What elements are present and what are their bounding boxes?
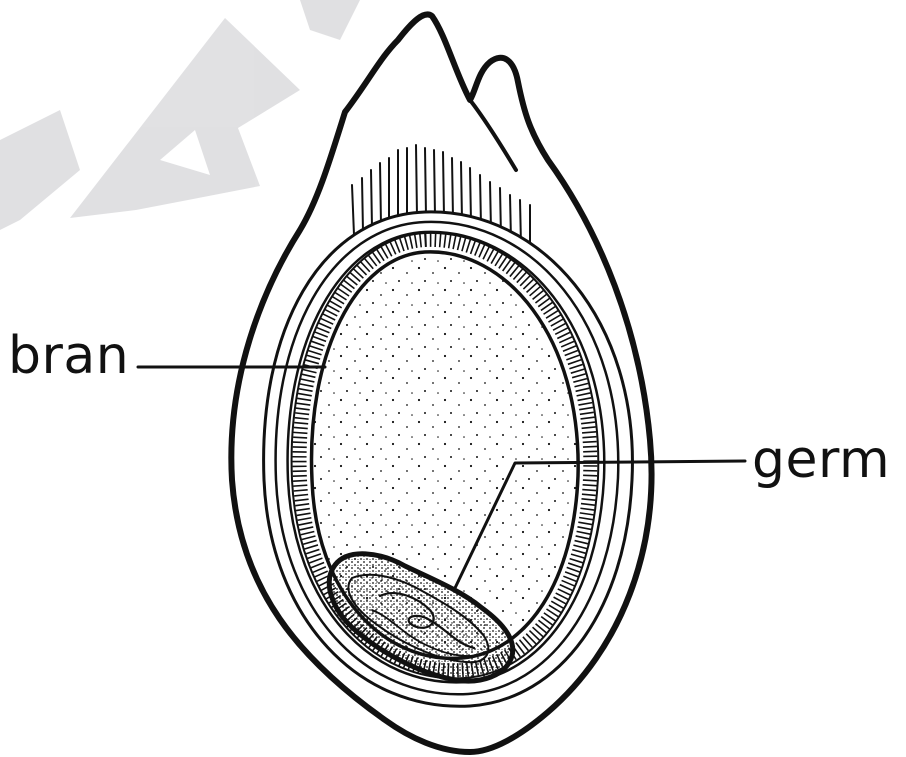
- bran-label: bran: [8, 330, 129, 382]
- watermark-letter-fragment: [300, 0, 360, 40]
- watermark-letter-fragment: [0, 110, 80, 230]
- germ-label: germ: [752, 434, 890, 486]
- watermark-letter-a: [70, 18, 300, 218]
- watermark: [0, 0, 360, 230]
